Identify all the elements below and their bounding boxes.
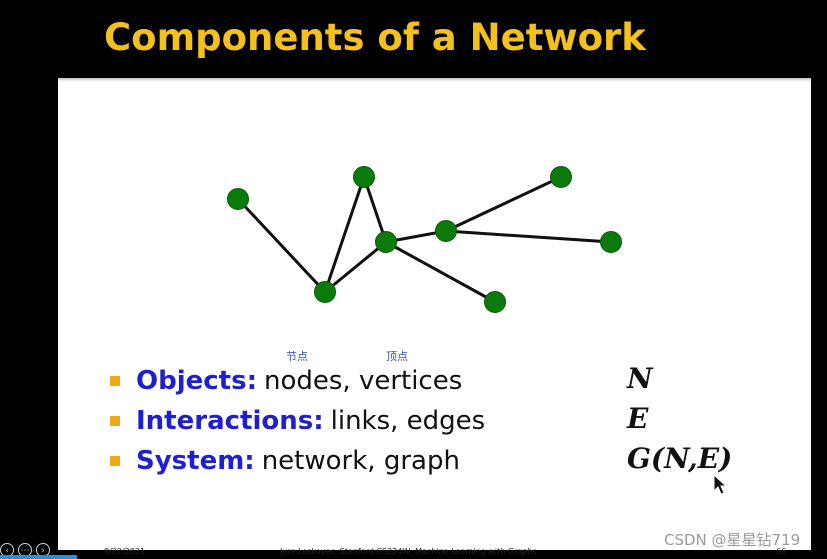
handwritten-note-nodes: 节点 [286,350,308,363]
bullet-term: System: [136,446,255,476]
handwritten-note-vertices: 顶点 [386,350,408,363]
footer-date: 9/22/2021 [104,547,146,556]
square-bullet-icon [110,376,120,386]
footer-credit: Jure Leskovec, Stanford CS224W: Machine … [280,547,537,556]
slide-top-shadow [58,78,811,82]
bullet-interactions: Interactions: links, edges [110,404,485,438]
bullet-description: nodes, vertices [263,366,463,396]
bullet-term: Objects: [136,366,257,396]
progress-strip[interactable] [0,555,77,559]
csdn-watermark: CSDN @星星钻719 [664,531,801,549]
mouse-pointer-icon [713,474,727,495]
bullet-symbol: N [627,362,653,395]
slide-content-area [58,78,811,550]
bullet-symbol: E [627,402,649,435]
bullet-system: System: network, graph [110,444,460,478]
bullet-description: links, edges [330,406,486,436]
bullet-objects: Objects: nodes, vertices [110,364,462,398]
footer-page-number: 66 [776,547,787,556]
square-bullet-icon [110,456,120,466]
slide-title: Components of a Network [104,16,646,59]
slide-title-bar: Components of a Network [0,0,827,78]
bullet-symbol: G(N,E) [627,442,733,475]
bullet-term: Interactions: [136,406,324,436]
bullet-description: network, graph [261,446,460,476]
square-bullet-icon [110,416,120,426]
